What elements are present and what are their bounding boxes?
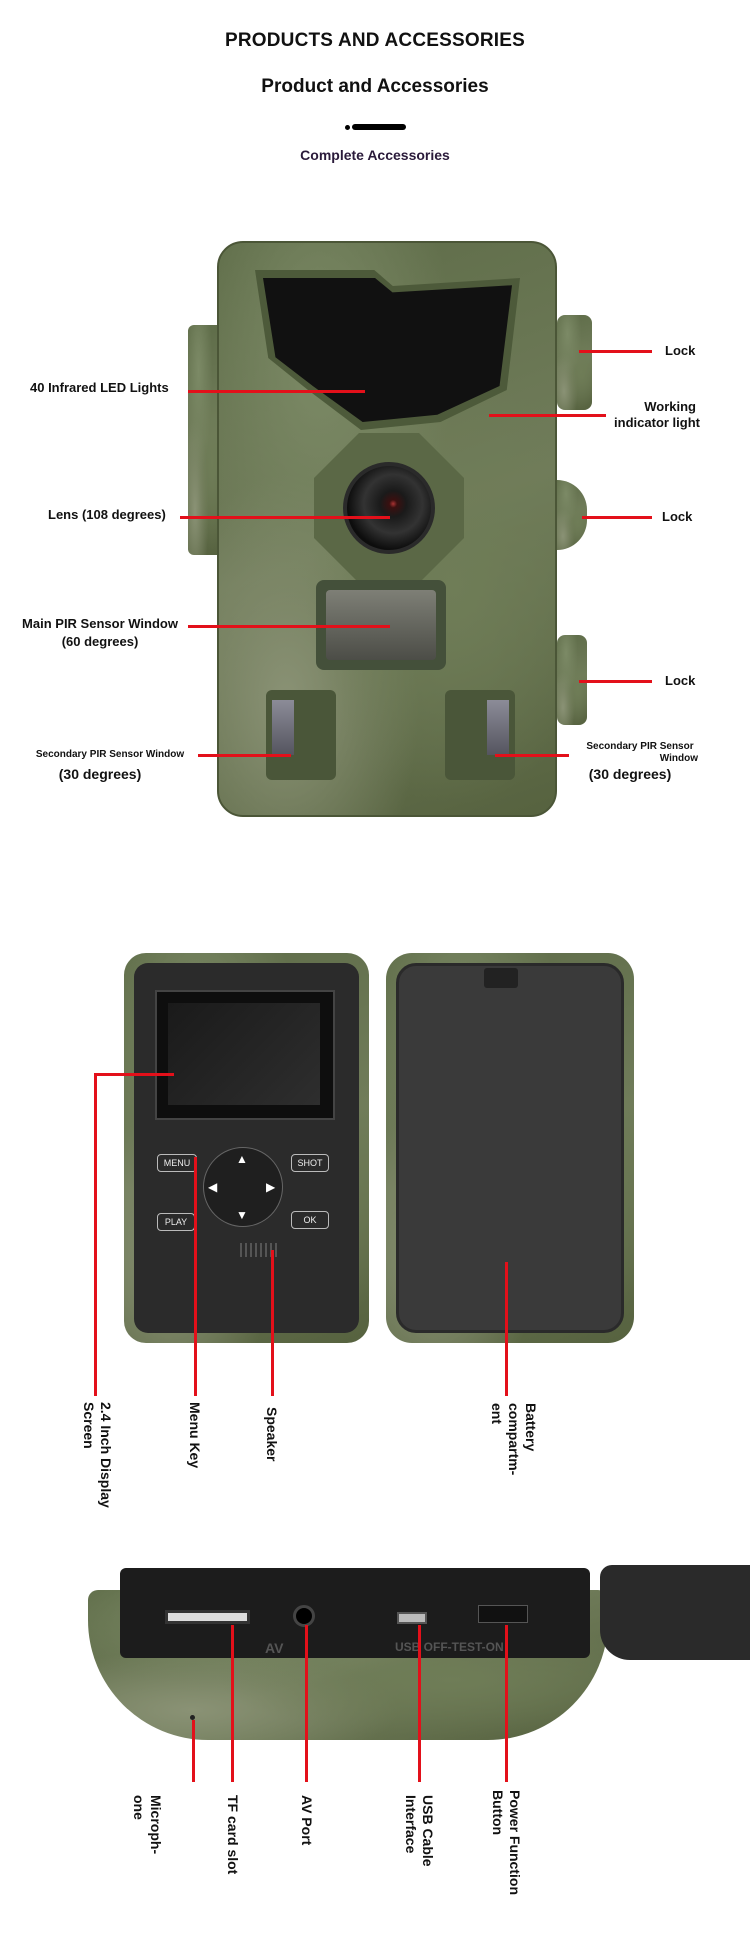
power-switch[interactable] [478,1605,528,1623]
usb-marking: USB OFF-TEST-ON [395,1640,504,1654]
page-subheading: Product and Accessories [261,76,489,97]
strap-tab [557,480,587,550]
menu-button[interactable]: MENU [157,1154,197,1172]
label-microphone: Microph-one [131,1795,164,1855]
label-secondary-pir-right-2: Window [659,753,698,764]
display-screen-glass [168,1003,320,1105]
label-working-light: Working [644,399,696,414]
pointer-line [579,350,652,353]
usb-port[interactable] [397,1612,427,1624]
label-speaker: Speaker [264,1407,280,1462]
right-arrow-icon[interactable]: ▶ [266,1180,276,1194]
label-av-port: AV Port [299,1795,315,1846]
label-usb-interface: USB Cable Interface [403,1795,436,1867]
pointer-line [582,516,652,519]
label-secondary-pir-left: Secondary PIR Sensor Window [35,749,185,760]
lid-latch [484,968,518,988]
label-secondary-pir-right: Secondary PIR Sensor [586,741,694,752]
pointer-line [198,754,291,757]
pointer-line [94,1073,97,1396]
label-main-pir-angle: (60 degrees) [61,634,139,649]
pointer-line [505,1625,508,1782]
pointer-line [192,1720,195,1782]
section-title: Complete Accessories [300,147,450,163]
pointer-line [505,1262,508,1396]
open-lid-edge [600,1565,750,1660]
label-display-screen: 2.4 Inch Display Screen [81,1402,114,1508]
label-power-button: Power Function Button [490,1790,523,1895]
pointer-line [418,1625,421,1782]
right-secondary-pir-window [487,700,509,755]
label-lock-bottom: Lock [665,673,696,688]
pointer-line [231,1625,234,1782]
lens [343,462,435,554]
pointer-line [194,1157,197,1396]
shot-button[interactable]: SHOT [291,1154,329,1172]
pointer-line [579,680,652,683]
pointer-line [188,390,365,393]
battery-compartment-lid [396,963,624,1333]
pointer-line [495,754,569,757]
pointer-line [305,1625,308,1782]
left-arrow-icon[interactable]: ◀ [208,1180,218,1194]
label-main-pir: Main PIR Sensor Window [22,616,178,631]
ok-button[interactable]: OK [291,1211,329,1229]
label-secondary-pir-left-angle: (30 degrees) [58,766,142,782]
divider-bar [352,124,406,130]
label-lock-middle: Lock [662,509,693,524]
label-working-light-2: indicator light [614,415,700,430]
pointer-line [94,1073,174,1076]
pointer-line [180,516,390,519]
label-secondary-pir-right-angle: (30 degrees) [588,766,672,782]
av-port[interactable] [293,1605,315,1627]
av-marking: AV [265,1640,284,1656]
microphone-hole [190,1715,195,1720]
label-infrared-led: 40 Infrared LED Lights [30,380,169,395]
top-lock[interactable] [557,315,592,410]
label-lens: Lens (108 degrees) [48,507,166,522]
direction-pad[interactable] [203,1147,283,1227]
speaker-grille [240,1243,280,1257]
pointer-line [271,1250,274,1396]
play-button[interactable]: PLAY [157,1213,195,1231]
left-secondary-pir-window [272,700,294,755]
label-menu-key: Menu Key [187,1402,203,1469]
label-tf-card-slot: TF card slot [225,1795,241,1875]
label-lock-top: Lock [665,343,696,358]
page-heading: PRODUCTS AND ACCESSORIES [224,30,526,51]
tf-card-slot[interactable] [165,1610,250,1624]
label-battery-compartment: Battery compartm-ent [489,1403,539,1476]
pointer-line [188,625,390,628]
up-arrow-icon[interactable]: ▲ [236,1152,248,1166]
pointer-line [489,414,606,417]
divider-dot [345,125,350,130]
down-arrow-icon[interactable]: ▼ [236,1208,248,1222]
